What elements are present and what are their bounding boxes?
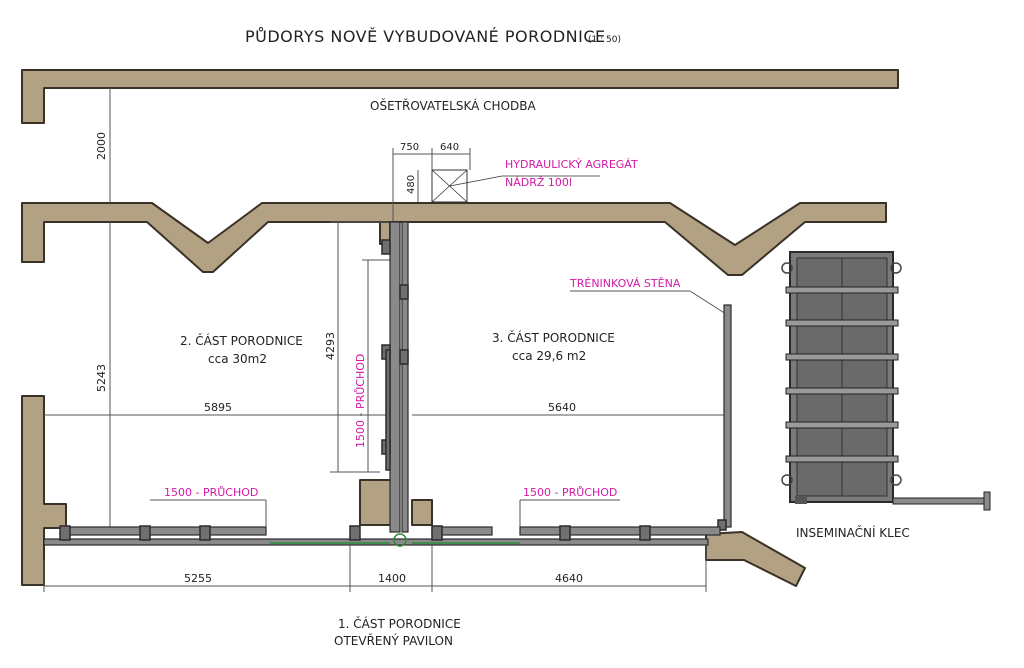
hydraulic-leader [449,175,503,187]
room-part3-name: 3. ČÁST PORODNICE [492,330,615,345]
dim-480: 480 [406,175,417,194]
corridor-inner-wall [21,202,887,276]
dim-5255: 5255 [184,572,212,585]
bottom-right-wall [705,531,806,587]
corridor-label: OŠETŘOVATELSKÁ CHODBA [370,98,536,113]
dim-4640: 4640 [555,572,583,585]
room-part1-sub: OTEVŘENÝ PAVILON [334,633,453,648]
left-wall [21,395,67,586]
drawing-title: PŮDORYS NOVĚ VYBUDOVANÉ PORODNICE [245,27,606,46]
central-wall-stub-2 [411,499,433,526]
room-part1-name: 1. ČÁST PORODNICE [338,616,461,631]
hydraulic-unit [431,169,468,203]
dim-750: 750 [400,142,419,153]
dim-5640: 5640 [548,401,576,414]
passage-vertical-label: 1500 - PRŮCHOD [354,354,367,448]
room-part2-area: cca 30m2 [208,352,267,366]
dim-5895: 5895 [204,401,232,414]
passage-left-label: 1500 - PRŮCHOD [164,486,258,499]
dim-1400: 1400 [378,572,406,585]
bottom-rail [43,538,709,546]
cage-label: INSEMINAČNÍ KLEC [796,525,910,540]
passage-right-label: 1500 - PRŮCHOD [523,486,617,499]
dim-640: 640 [440,142,459,153]
drawing-scale: (1 : 50) [588,35,621,45]
central-partition [389,221,401,533]
room-part3-area: cca 29,6 m2 [512,349,586,363]
corridor-outer-wall [21,69,899,124]
room-part2-name: 2. ČÁST PORODNICE [180,333,303,348]
training-wall-label: TRÉNINKOVÁ STĚNA [569,277,681,290]
dim-5243: 5243 [95,364,108,392]
dim-2000: 2000 [95,132,108,160]
hydraulic-tank-label: NÁDRŽ 100l [505,176,572,189]
training-wall [723,304,732,528]
hydraulic-label: HYDRAULICKÝ AGREGÁT [505,158,638,171]
insemination-cage [781,251,991,511]
dim-4293: 4293 [324,332,337,360]
central-wall-stub [359,479,393,526]
